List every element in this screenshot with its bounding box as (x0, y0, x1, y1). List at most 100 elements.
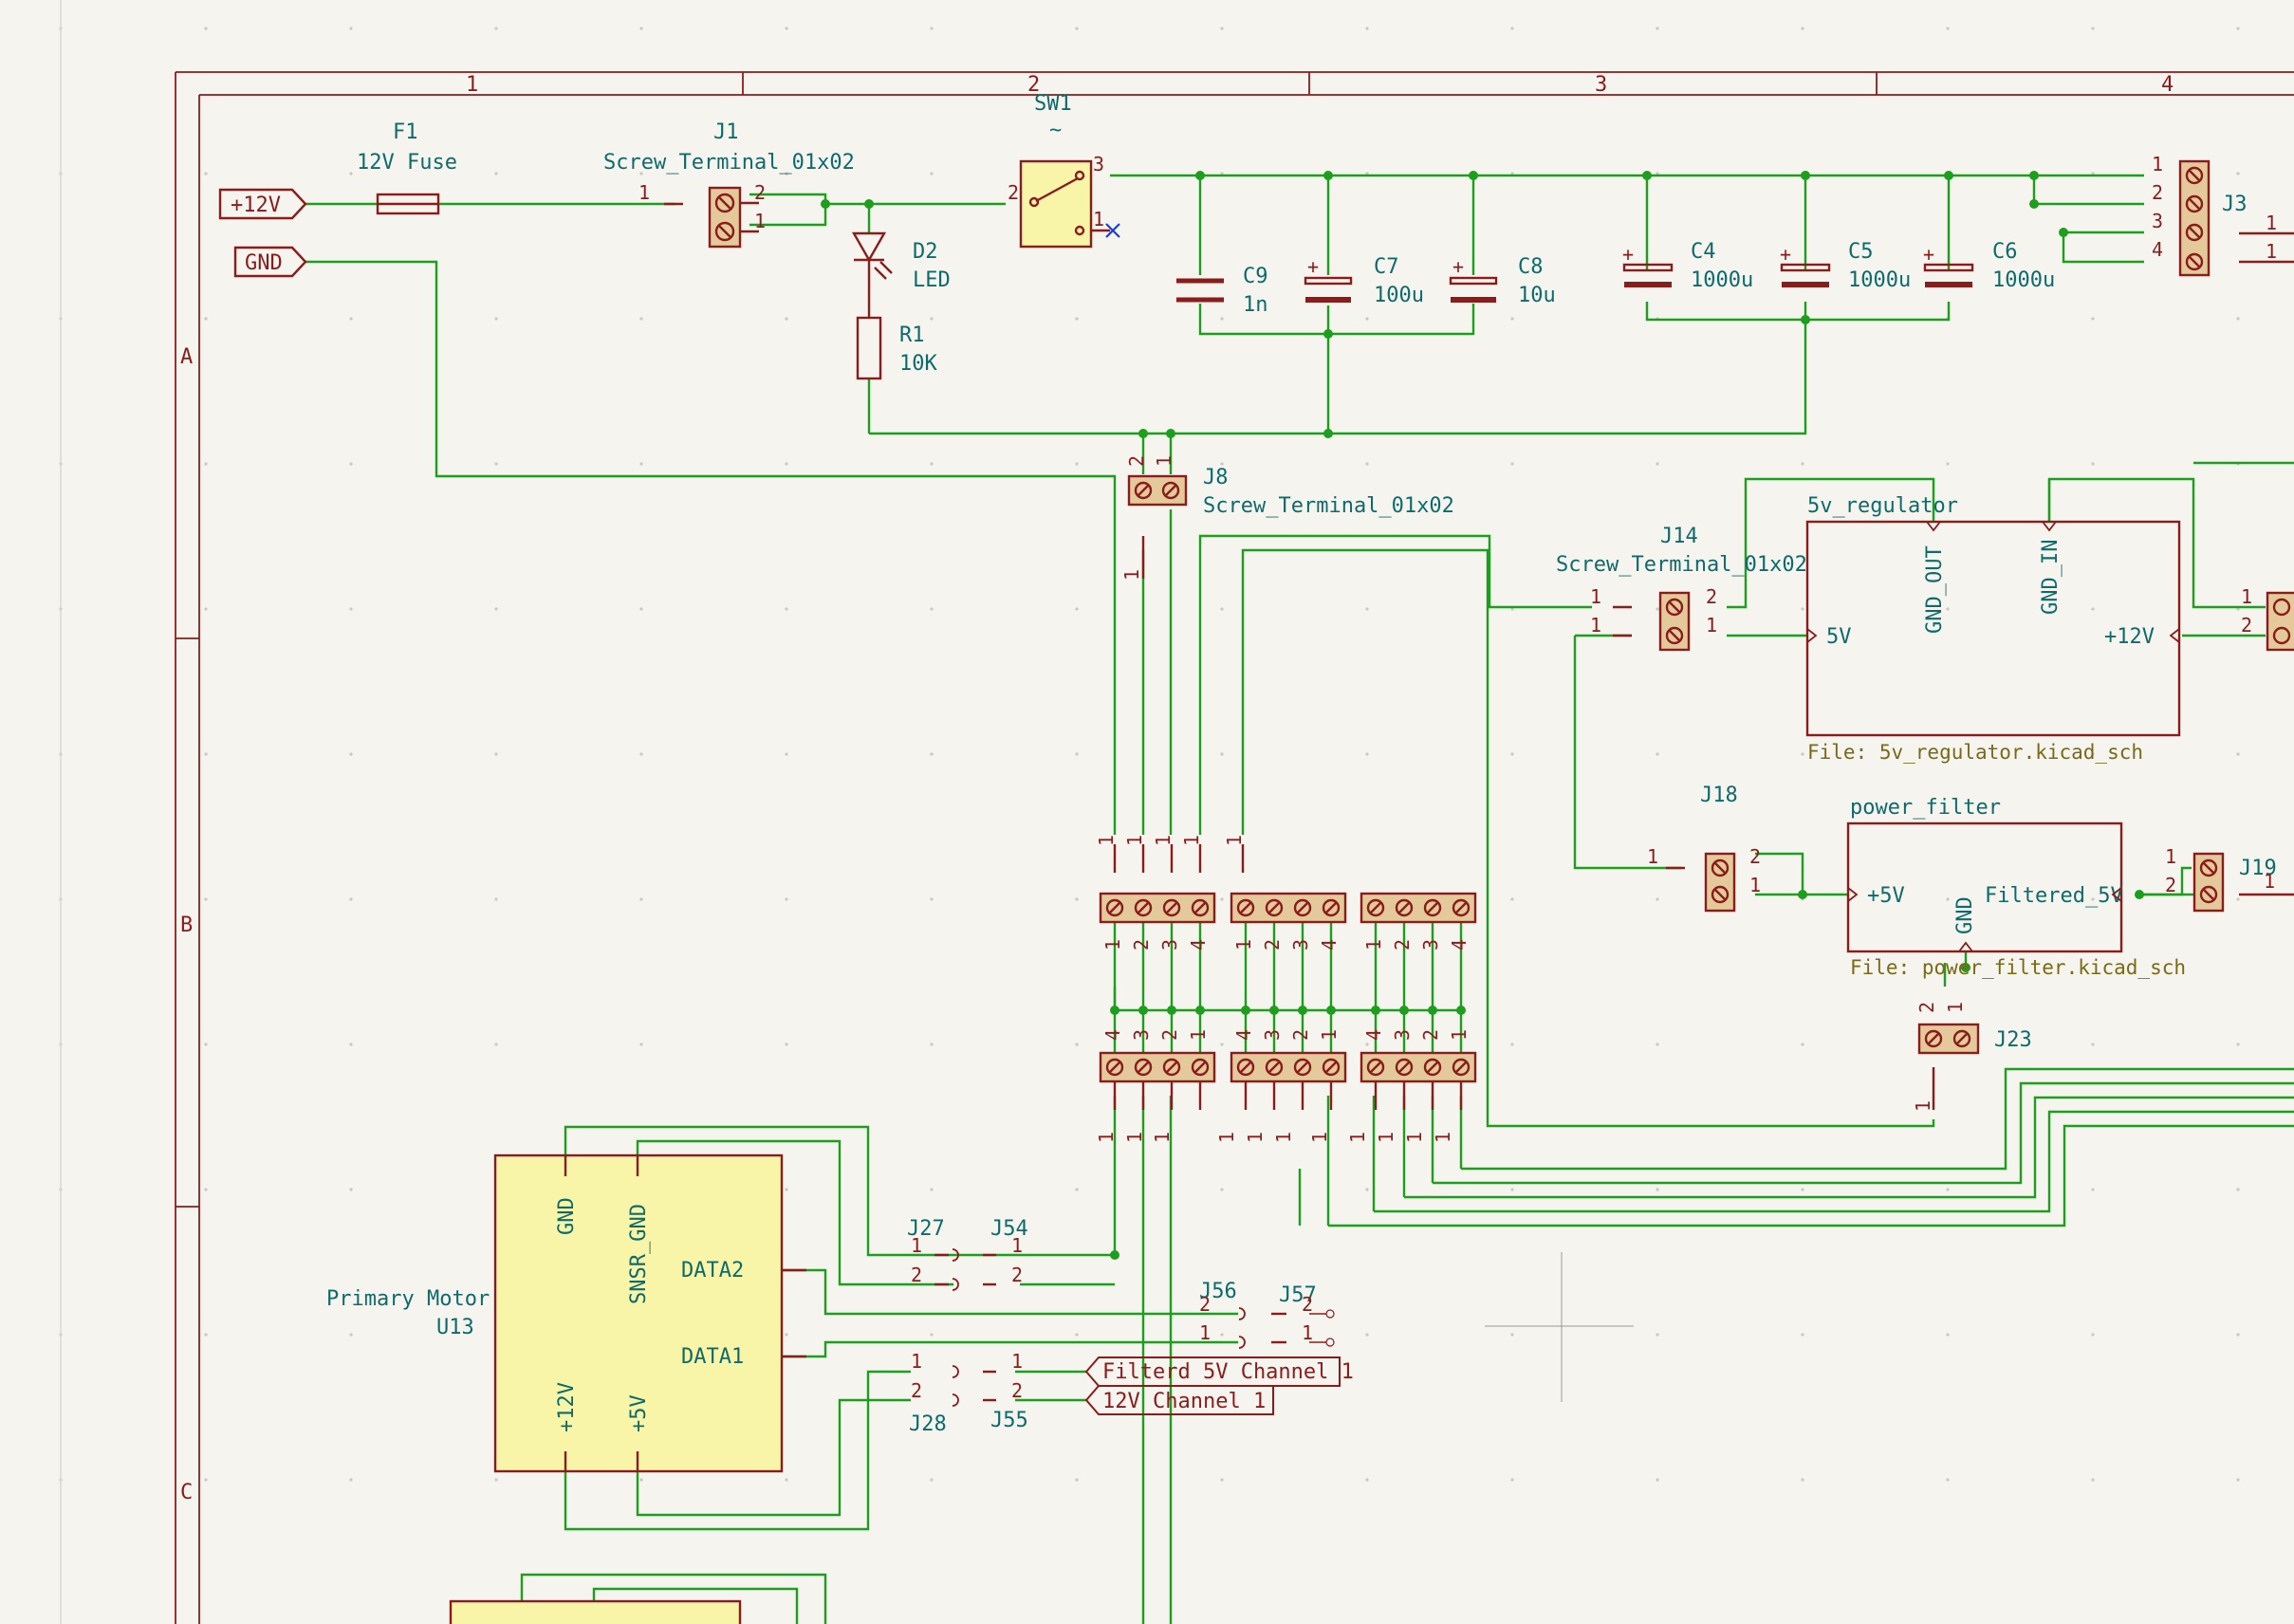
svg-text:2: 2 (1706, 585, 1717, 608)
svg-text:J3: J3 (2222, 193, 2248, 216)
svg-text:+: + (1780, 243, 1791, 266)
svg-text:Filtered_5V: Filtered_5V (1985, 884, 2123, 908)
svg-text:2: 2 (1749, 845, 1761, 868)
connector-j56-j57[interactable]: J56 J57 2 1 2 1 (1199, 1280, 1335, 1349)
svg-text:2: 2 (1130, 939, 1153, 950)
svg-text:1: 1 (1152, 835, 1175, 846)
svg-text:2: 2 (1302, 1293, 1313, 1316)
svg-text:1: 1 (1272, 1132, 1295, 1143)
svg-text:J28: J28 (909, 1412, 947, 1436)
svg-text:1: 1 (2266, 240, 2277, 263)
svg-text:2: 2 (911, 1264, 922, 1286)
svg-text:GND: GND (1953, 896, 1977, 934)
capacitor-c8[interactable]: + C8 10u (1449, 255, 1556, 307)
connector-j23[interactable]: 2 1 J23 1 (1912, 1002, 2032, 1112)
hierarchical-sheet-5v-regulator[interactable]: 5v_regulator File: 5v_regulator.kicad_sc… (1805, 494, 2181, 764)
global-label-12v-ch1[interactable]: 12V Channel 1 (1084, 1385, 1274, 1415)
svg-text:1: 1 (1011, 1234, 1023, 1257)
svg-text:~: ~ (1049, 119, 1062, 142)
svg-text:3: 3 (1419, 939, 1442, 950)
global-label-plus12v[interactable]: +12V (218, 188, 307, 220)
connector-j8[interactable]: 2 1 J8 Screw_Terminal_01x02 1 (1120, 455, 1454, 581)
switch-sw1[interactable]: 2 3 1 SW1 ~ (1008, 92, 1120, 249)
svg-text:1: 1 (1180, 835, 1203, 846)
svg-text:1: 1 (638, 181, 650, 204)
grid (59, 27, 2240, 1482)
svg-text:J1: J1 (713, 120, 739, 144)
svg-text:GND_IN: GND_IN (2039, 540, 2063, 615)
svg-text:C7: C7 (1374, 255, 1399, 279)
svg-text:4: 4 (1318, 939, 1341, 950)
svg-text:1: 1 (1375, 1132, 1397, 1143)
svg-text:J54: J54 (990, 1217, 1028, 1241)
svg-text:GND: GND (555, 1197, 579, 1235)
svg-text:1: 1 (1308, 1132, 1331, 1143)
connector-j27-j54[interactable]: J27 J54 1 2 1 2 (907, 1217, 1028, 1291)
svg-text:C4: C4 (1691, 240, 1716, 264)
fuse-f1[interactable]: F1 12V Fuse (357, 120, 457, 215)
capacitor-c5[interactable]: + C5 1000u (1780, 240, 1911, 292)
connector-right-partial[interactable]: 1 2 (2241, 585, 2294, 652)
global-label-filtered-5v-ch1[interactable]: Filterd 5V Channel 1 (1084, 1356, 1354, 1387)
row-label-c: C (180, 1481, 193, 1504)
capacitor-c9[interactable]: C9 1n (1176, 265, 1268, 317)
svg-text:12V Fuse: 12V Fuse (357, 151, 457, 175)
svg-text:4: 4 (1187, 939, 1210, 950)
svg-text:Primary Motor: Primary Motor (326, 1287, 490, 1311)
resistor-r1[interactable]: R1 10K (856, 316, 937, 380)
svg-text:1: 1 (2152, 153, 2163, 175)
svg-text:1: 1 (1011, 1350, 1023, 1373)
svg-text:C9: C9 (1243, 265, 1268, 288)
svg-text:1: 1 (1403, 1132, 1426, 1143)
hierarchical-sheet-power-filter[interactable]: power_filter File: power_filter.kicad_sc… (1846, 796, 2186, 979)
svg-text:2: 2 (911, 1379, 922, 1402)
svg-text:2: 2 (754, 181, 766, 204)
connector-j18[interactable]: J18 1 2 1 (1647, 784, 1761, 913)
svg-text:1: 1 (1187, 1029, 1210, 1041)
motor-u13[interactable]: Primary Motor U13 GND SNSR_GND DATA2 DAT… (326, 1153, 806, 1473)
connector-j14[interactable]: 1 1 2 1 J14 Screw_Terminal_01x02 (1556, 525, 1807, 652)
led-d2[interactable]: D2 LED (851, 231, 951, 318)
wires (305, 174, 2294, 1624)
svg-text:3: 3 (1093, 153, 1104, 175)
svg-text:1: 1 (1362, 939, 1385, 950)
connector-j28-j55[interactable]: 1 2 1 2 J28 J55 (909, 1350, 1028, 1436)
svg-text:3: 3 (1391, 1029, 1414, 1041)
svg-text:1: 1 (1215, 1132, 1238, 1143)
svg-text:5V: 5V (1826, 625, 1852, 649)
svg-text:1: 1 (1095, 1132, 1118, 1143)
svg-text:2: 2 (1011, 1264, 1023, 1286)
svg-text:Screw_Terminal_01x02: Screw_Terminal_01x02 (603, 151, 855, 175)
svg-text:1: 1 (1120, 569, 1143, 581)
svg-text:File: power_filter.kicad_sch: File: power_filter.kicad_sch (1850, 956, 2186, 979)
capacitor-c7[interactable]: + C7 100u (1304, 255, 1424, 307)
svg-text:1: 1 (1123, 835, 1146, 846)
junctions (821, 171, 2144, 1260)
svg-text:1: 1 (1095, 835, 1118, 846)
global-label-gnd[interactable]: GND (233, 246, 307, 278)
svg-text:2: 2 (1199, 1293, 1211, 1316)
svg-text:2: 2 (2165, 874, 2176, 896)
svg-text:+: + (1622, 243, 1634, 266)
svg-text:J18: J18 (1700, 784, 1738, 807)
svg-text:+12V: +12V (555, 1382, 579, 1432)
capacitor-c6[interactable]: + C6 1000u (1923, 240, 2055, 292)
svg-text:2: 2 (2152, 181, 2163, 204)
connector-j19[interactable]: 1 2 J19 1 (2165, 845, 2294, 913)
svg-text:D2: D2 (913, 240, 938, 264)
svg-text:4: 4 (2152, 238, 2163, 261)
partial-symbol-bottom[interactable] (449, 1599, 742, 1624)
capacitor-c4[interactable]: + C4 1000u (1622, 240, 1753, 292)
svg-text:1: 1 (1912, 1100, 1934, 1112)
svg-text:1000u: 1000u (1992, 268, 2055, 292)
svg-text:+12V: +12V (231, 194, 281, 217)
connector-j3[interactable]: 1 2 3 4 J3 1 1 (2152, 153, 2294, 277)
svg-text:1n: 1n (1243, 293, 1268, 317)
svg-text:File: 5v_regulator.kicad_sch: File: 5v_regulator.kicad_sch (1807, 741, 2143, 764)
svg-text:2: 2 (1419, 1029, 1442, 1041)
svg-text:J56: J56 (1199, 1280, 1237, 1303)
connector-j1[interactable]: 1 2 1 J1 Screw_Terminal_01x02 (603, 120, 855, 249)
